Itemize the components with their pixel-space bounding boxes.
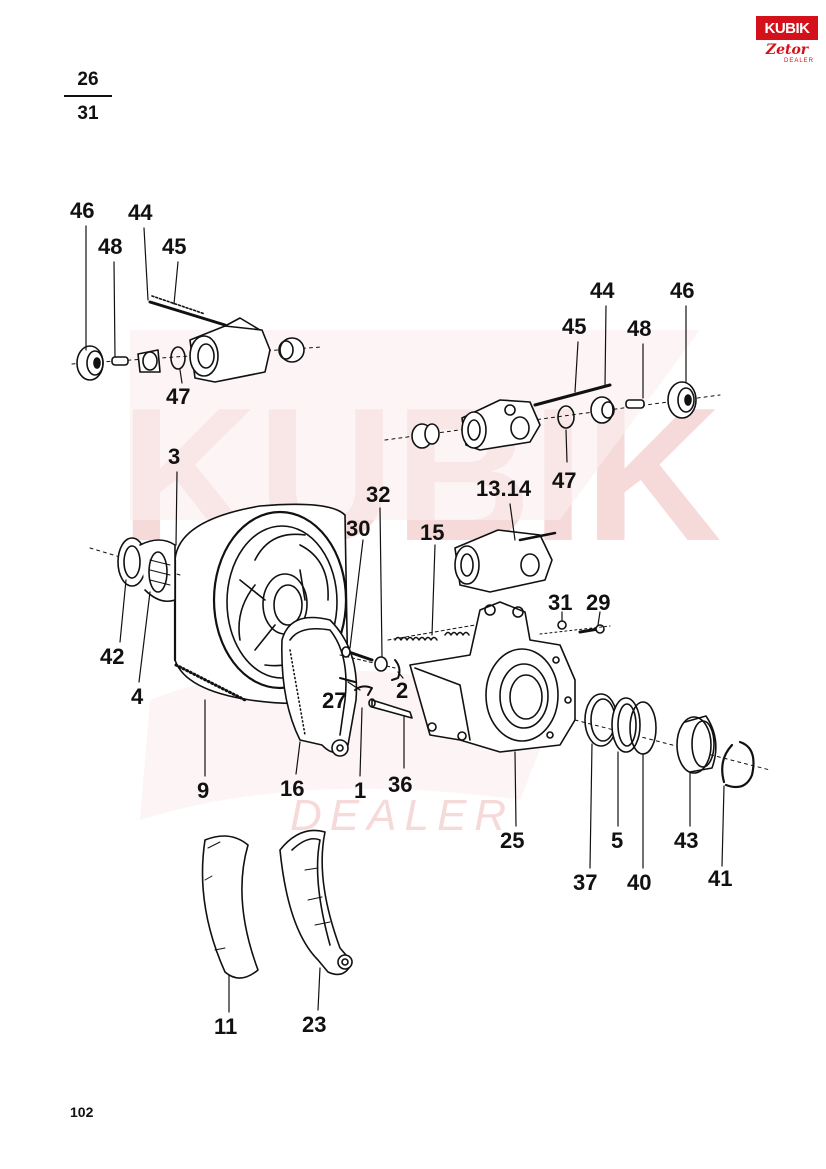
logo-sub-text: DEALER — [783, 58, 814, 64]
callout-46: 46 — [670, 278, 695, 303]
callout-44: 44 — [590, 278, 615, 303]
callout-45: 45 — [162, 234, 187, 259]
brake-shoe-23 — [279, 829, 353, 976]
wheel-cylinder-right-assembly — [384, 381, 721, 451]
callout-2: 2 — [396, 678, 409, 703]
callout-30: 30 — [346, 516, 371, 541]
hub-bearing — [89, 537, 181, 603]
callout-31: 31 — [548, 590, 573, 615]
kubik-zetor-logo: KUBIK Zetor DEALER — [756, 16, 818, 72]
logo-top-text: KUBIK — [756, 16, 818, 40]
watermark-subtext: DEALER — [290, 791, 514, 840]
callout-29: 29 — [586, 590, 611, 615]
callout-43: 43 — [674, 828, 699, 853]
callout-36: 36 — [388, 772, 413, 797]
figure-ref-denominator: 31 — [77, 103, 99, 124]
fraction-bar — [64, 95, 112, 97]
logo-brand-text: Zetor — [765, 42, 809, 58]
figure-reference: 26 31 — [64, 70, 112, 123]
seal-rings — [574, 693, 771, 789]
callout-47: 47 — [552, 468, 577, 493]
callout-9: 9 — [197, 778, 210, 803]
callout-42: 42 — [100, 644, 125, 669]
callout-48: 48 — [627, 316, 652, 341]
callout-48: 48 — [98, 234, 123, 259]
callout-32: 32 — [366, 482, 391, 507]
wheel-cylinder-13-14 — [454, 529, 557, 593]
callout-25: 25 — [500, 828, 525, 853]
callout-15: 15 — [420, 520, 445, 545]
callout-46: 46 — [70, 198, 95, 223]
callout-13-14: 13.14 — [476, 476, 532, 501]
callout-5: 5 — [611, 828, 624, 853]
figure-ref-numerator: 26 — [77, 69, 99, 90]
callout-40: 40 — [627, 870, 652, 895]
callout-1: 1 — [354, 778, 367, 803]
brake-shoe-16 — [281, 616, 358, 757]
callout-16: 16 — [280, 776, 305, 801]
brake-lining-11 — [201, 835, 259, 979]
callout-11: 11 — [214, 1014, 238, 1039]
callout-37: 37 — [573, 870, 598, 895]
callout-45: 45 — [562, 314, 587, 339]
callout-44: 44 — [128, 200, 153, 225]
callout-41: 41 — [708, 866, 733, 891]
leader-lines — [85, 225, 725, 1013]
callout-27: 27 — [322, 688, 347, 713]
small-parts — [339, 620, 611, 719]
callout-23: 23 — [302, 1012, 327, 1037]
callout-47: 47 — [166, 384, 191, 409]
brake-carrier — [409, 601, 576, 753]
page-number: 102 — [70, 1104, 94, 1120]
callout-3: 3 — [168, 444, 181, 469]
wheel-cylinder-left-assembly — [71, 295, 323, 383]
callout-4: 4 — [131, 684, 144, 709]
